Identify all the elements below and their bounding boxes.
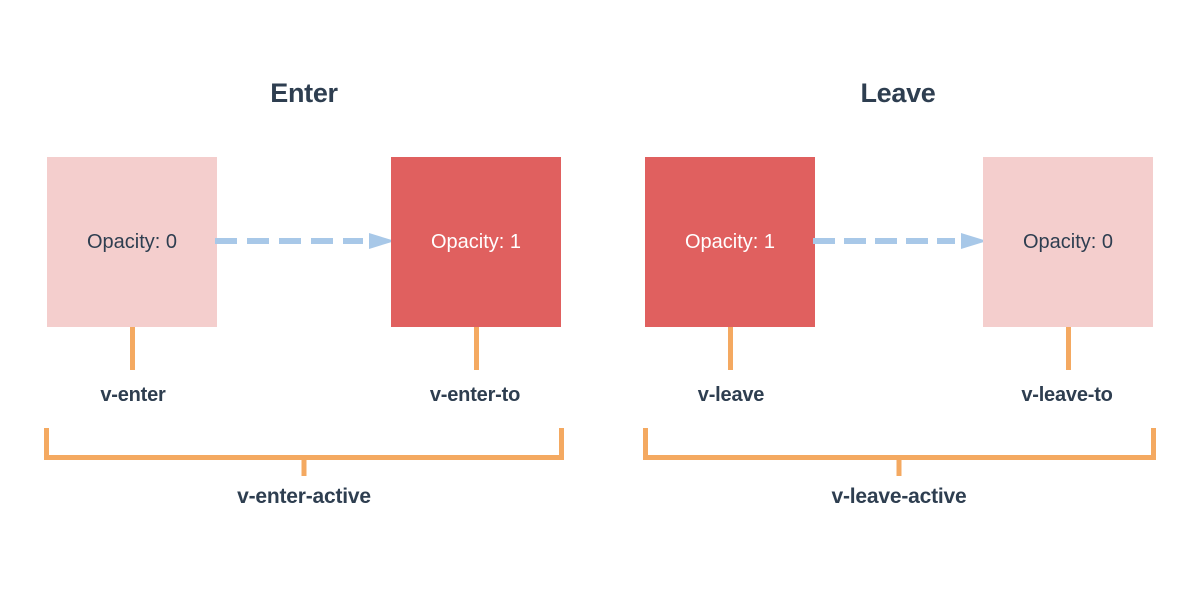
class-label-v-enter-to: v-enter-to xyxy=(429,384,521,406)
box-v-enter-to: Opacity: 1 xyxy=(391,157,561,327)
section-title-leave: Leave xyxy=(860,78,936,108)
class-label-v-enter-active: v-enter-active xyxy=(237,485,371,508)
connector-line-v-enter-to xyxy=(474,327,479,370)
bracket-v-enter-active xyxy=(44,426,564,478)
box-v-leave-from: Opacity: 1 xyxy=(645,157,815,327)
box-label-opacity: Opacity: 1 xyxy=(684,231,776,253)
box-label-opacity: Opacity: 1 xyxy=(430,231,522,253)
box-v-leave-to: Opacity: 0 xyxy=(983,157,1153,327)
class-label-v-leave: v-leave xyxy=(697,384,765,406)
class-label-v-leave-to: v-leave-to xyxy=(1021,384,1113,406)
dashed-arrow-right-icon xyxy=(813,233,987,249)
class-label-v-enter: v-enter xyxy=(100,384,166,406)
section-title-enter: Enter xyxy=(270,78,338,108)
dashed-arrow-right-icon xyxy=(215,233,395,249)
connector-line-v-enter xyxy=(130,327,135,370)
class-label-v-leave-active: v-leave-active xyxy=(831,485,967,508)
box-label-opacity: Opacity: 0 xyxy=(86,231,178,253)
connector-line-v-leave-to xyxy=(1066,327,1071,370)
box-label-opacity: Opacity: 0 xyxy=(1022,231,1114,253)
connector-line-v-leave xyxy=(728,327,733,370)
bracket-v-leave-active xyxy=(643,426,1156,478)
box-v-enter-from: Opacity: 0 xyxy=(47,157,217,327)
